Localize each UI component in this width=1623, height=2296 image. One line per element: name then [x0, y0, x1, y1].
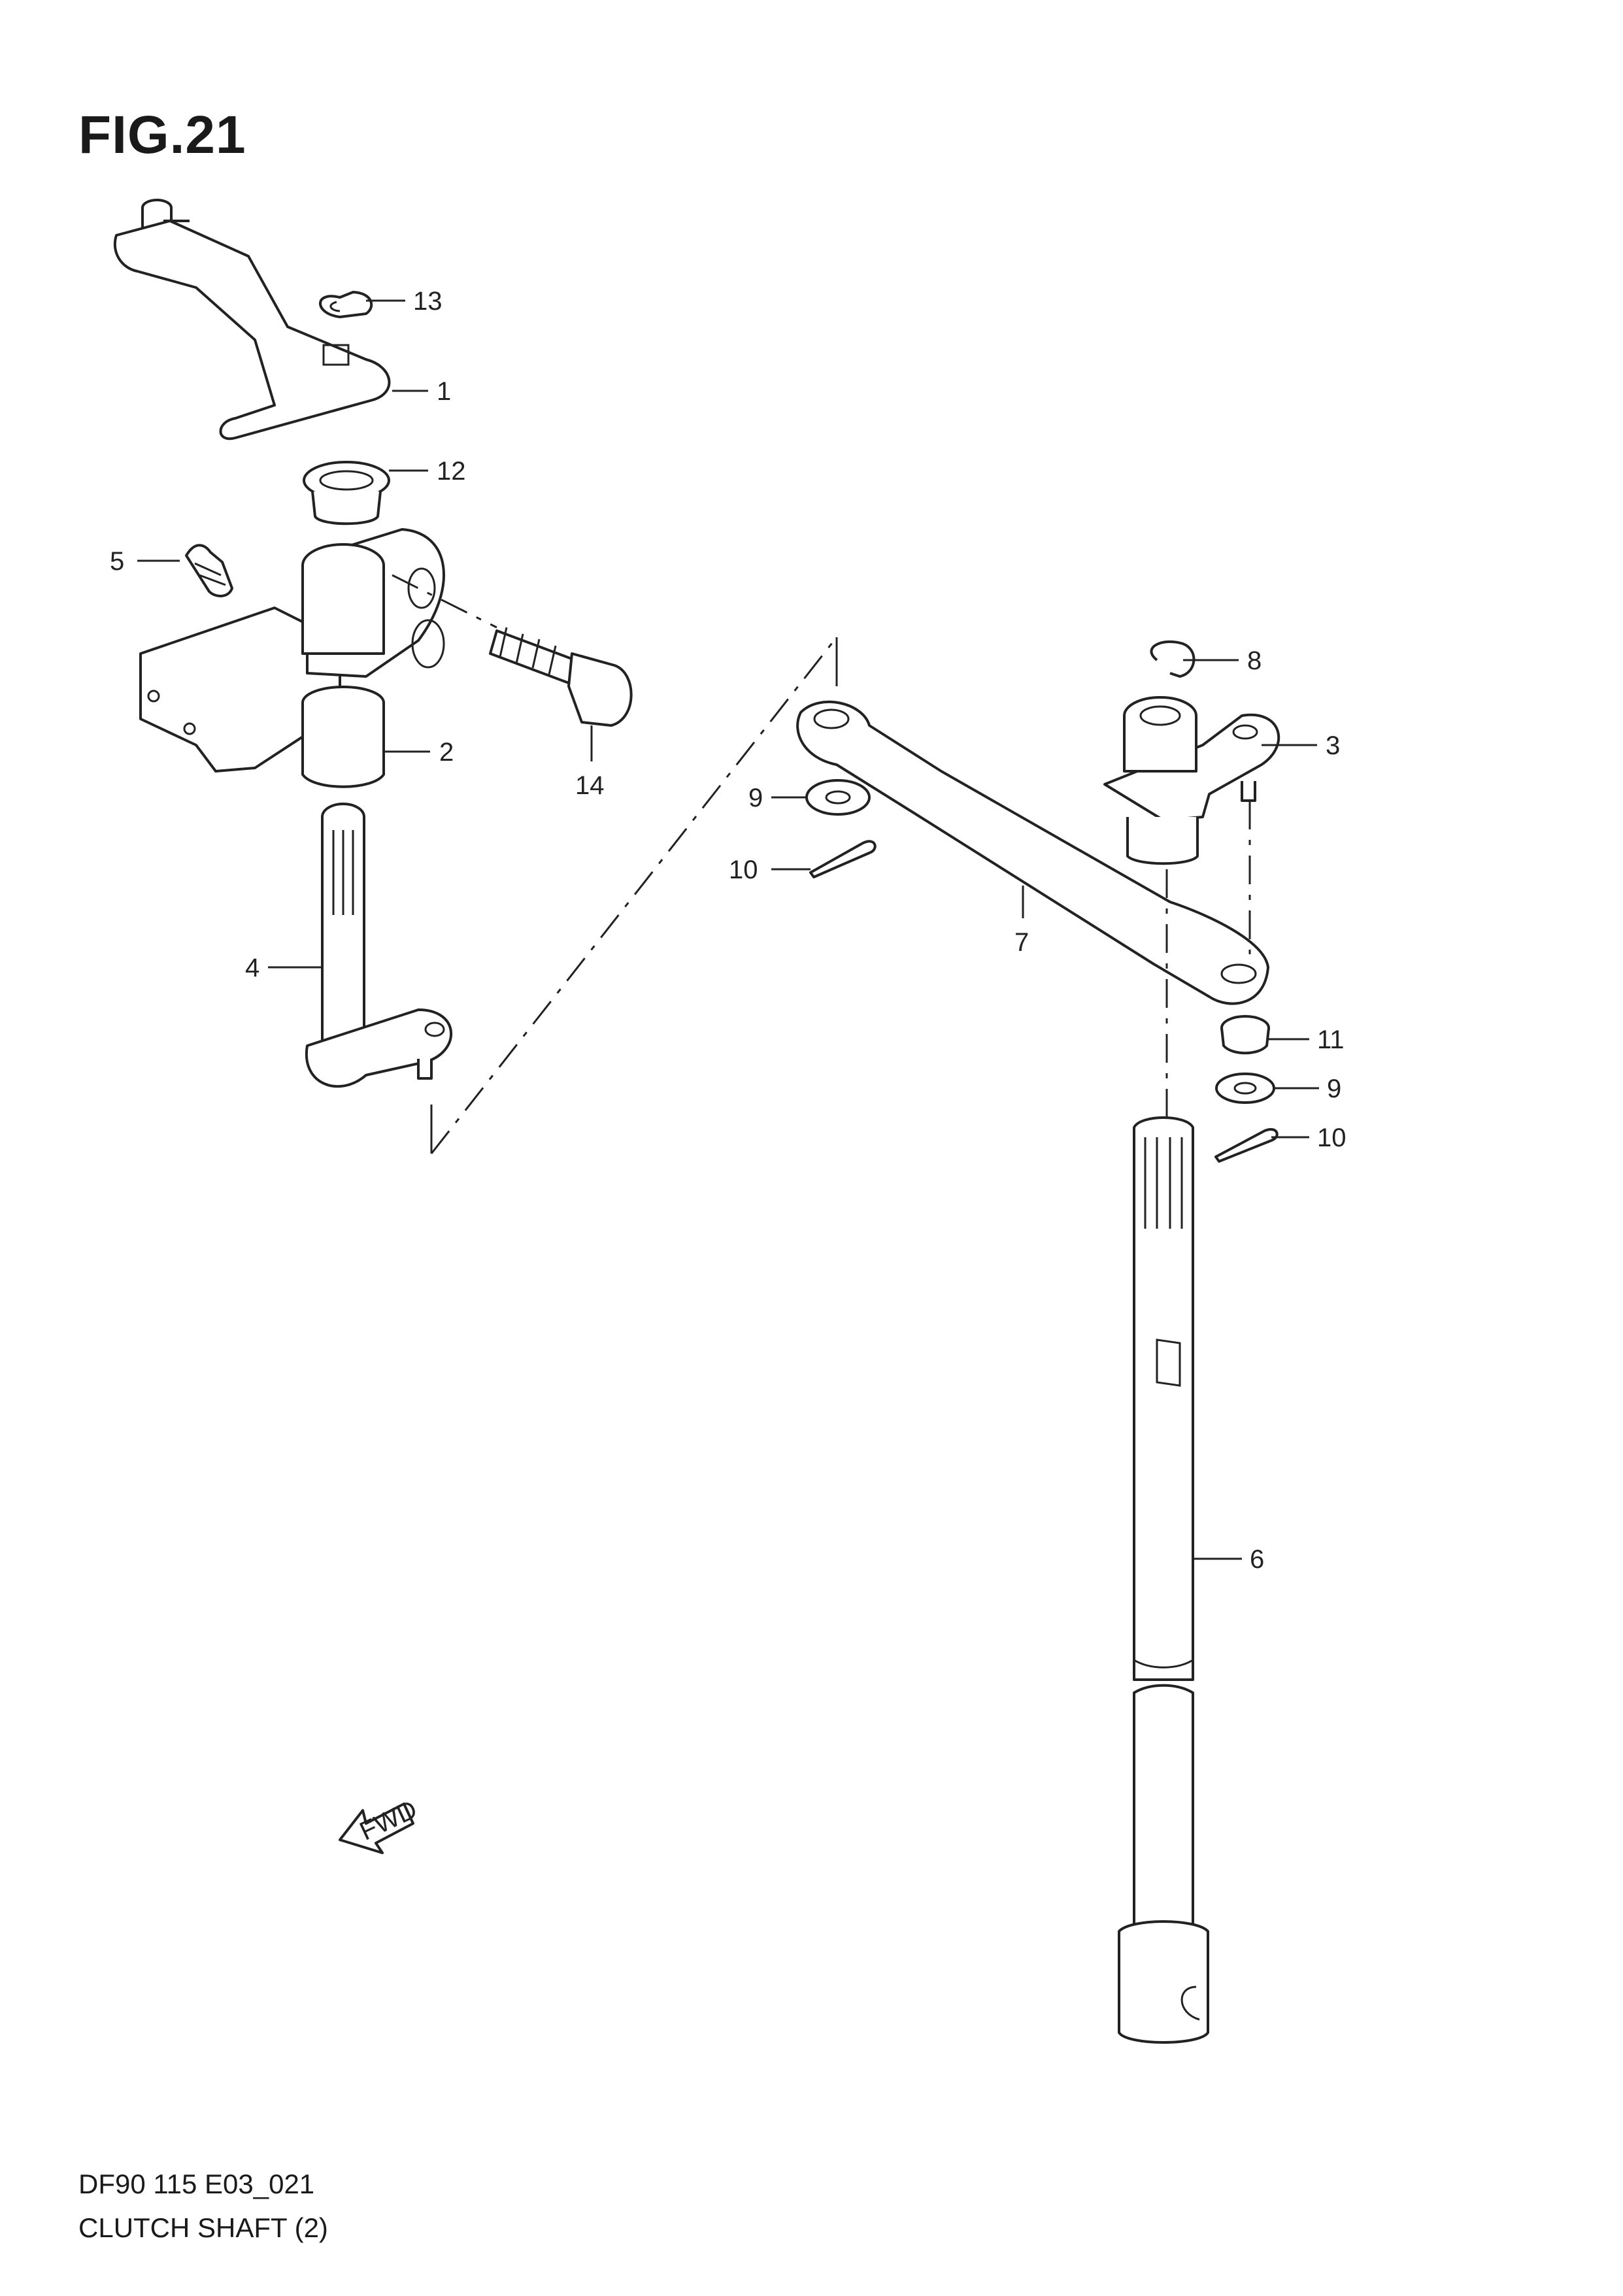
callout-2: 2	[439, 738, 454, 767]
callout-9-right: 9	[1327, 1074, 1341, 1103]
callout-8: 8	[1247, 646, 1262, 675]
callout-9-left: 9	[748, 784, 763, 812]
part-8-snap-ring	[1150, 640, 1196, 678]
callout-1: 1	[437, 377, 451, 406]
part-7-link-rod	[796, 700, 1269, 1005]
diagram-name: CLUTCH SHAFT (2)	[78, 2212, 328, 2243]
fwd-direction-badge: FWD	[339, 1795, 422, 1854]
diagram-code: DF90 115 E03_021	[78, 2169, 315, 2199]
part-6-clutch-rod	[1118, 1116, 1209, 2044]
part-13-e-ring	[319, 291, 373, 318]
callouts-layer: 13 1 12 5 2 14 4 8 3 9 10 7 11 9 10 6	[110, 287, 1347, 1574]
part-4-shift-shaft	[305, 803, 452, 1088]
part-3-shift-arm	[1103, 696, 1280, 865]
callout-11: 11	[1317, 1025, 1345, 1054]
part-10-cotter-pin-left	[809, 840, 877, 878]
callout-4: 4	[245, 954, 259, 982]
callout-6: 6	[1250, 1545, 1264, 1574]
part-9-washer-right	[1215, 1073, 1275, 1104]
part-12-bushing	[303, 461, 390, 525]
callout-12: 12	[437, 457, 466, 486]
part-1-clutch-lever	[113, 199, 391, 441]
fwd-label: FWD	[356, 1795, 422, 1846]
figure-title: FIG.21	[78, 105, 246, 165]
part-11-small-bushing	[1220, 1015, 1270, 1055]
callout-3: 3	[1326, 731, 1340, 760]
part-9-washer-left	[805, 779, 871, 816]
part-5-grease-nipple	[185, 544, 233, 597]
part-14-bolt	[392, 574, 633, 727]
callout-13: 13	[413, 287, 443, 316]
callout-5: 5	[110, 547, 124, 576]
part-2-shift-housing	[139, 528, 445, 788]
callout-14: 14	[575, 771, 605, 800]
callout-10-left: 10	[729, 856, 758, 884]
part-10-cotter-pin-right	[1214, 1128, 1279, 1163]
link-dash-line	[430, 637, 838, 1154]
callout-10-right: 10	[1317, 1123, 1347, 1152]
callout-7: 7	[1014, 928, 1029, 957]
